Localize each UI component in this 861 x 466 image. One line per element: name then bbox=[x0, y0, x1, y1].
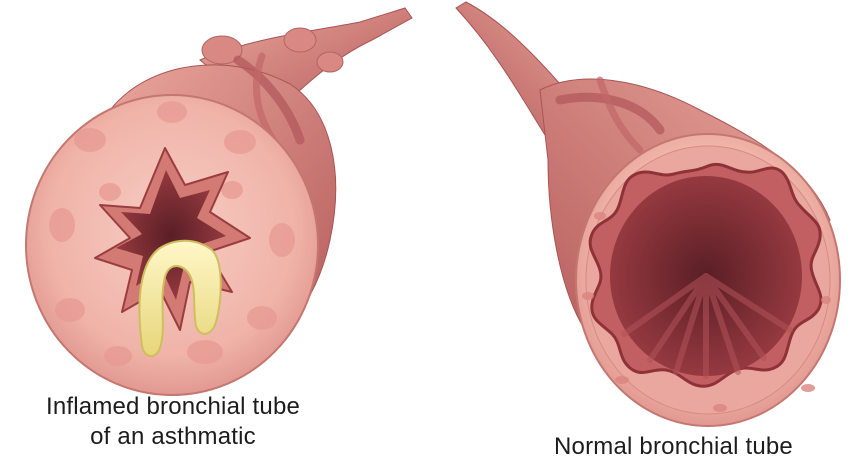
inflamed-nodule bbox=[317, 52, 343, 72]
inflamed-bronchial-tube bbox=[26, 8, 412, 395]
normal-bronchial-tube bbox=[456, 2, 840, 426]
inflamed-caption-line1: Inflamed bronchial tube bbox=[8, 392, 338, 422]
inflamed-caption-line2: of an asthmatic bbox=[8, 422, 338, 452]
normal-tube-caption: Normal bronchial tube bbox=[554, 432, 854, 462]
inflamed-tube-caption: Inflamed bronchial tube of an asthmatic bbox=[8, 392, 338, 452]
inflamed-nodule bbox=[284, 28, 316, 52]
